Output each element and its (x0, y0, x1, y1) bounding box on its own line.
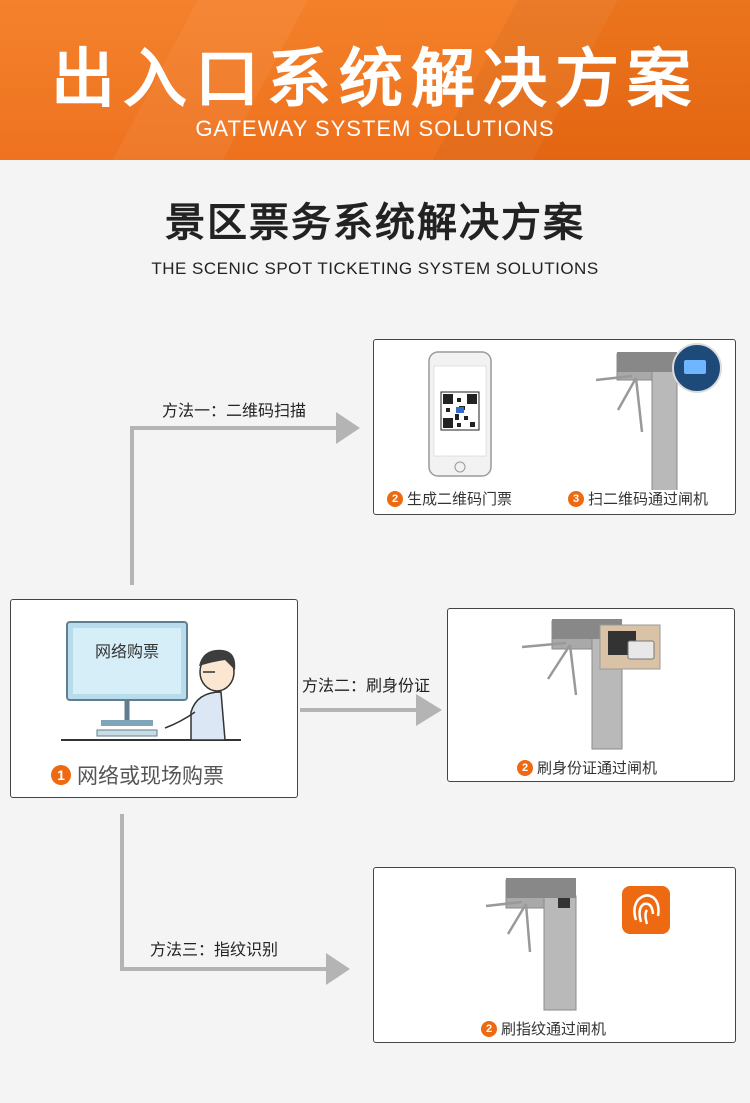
purchase-box: 网络购票 1 网络或现场购票 (10, 599, 298, 798)
section-title: 景区票务系统解决方案 (165, 200, 585, 246)
banner-subtitle: GATEWAY SYSTEM SOLUTIONS (195, 116, 555, 141)
qr-phone-caption: 2 生成二维码门票 (387, 488, 512, 509)
step-badge: 2 (481, 1020, 497, 1037)
turnstile-arm (616, 377, 638, 411)
id-method-box: 2 刷身份证通过闸机 (447, 608, 735, 782)
turnstile-top (617, 352, 677, 372)
qr-gate-caption: 3 扫二维码通过闸机 (568, 488, 708, 509)
id-illustration (521, 619, 661, 750)
fingerprint-caption-text: 刷指纹通过闸机 (501, 1020, 607, 1038)
id-caption: 2 刷身份证通过闸机 (517, 757, 657, 778)
step-badge: 2 (387, 490, 403, 507)
fingerprint-method-box: 2 刷指纹通过闸机 (373, 867, 736, 1043)
phone-home-button (454, 461, 466, 473)
step-badge: 2 (517, 759, 533, 776)
purchase-caption-text: 网络或现场购票 (77, 764, 224, 788)
keyboard (96, 729, 158, 737)
banner-title: 出入口系统解决方案 (51, 43, 699, 117)
id-caption-text: 刷身份证通过闸机 (537, 759, 658, 777)
turnstile-arm (595, 374, 633, 382)
arrow-head-method-3 (326, 953, 350, 985)
qr-phone-caption-text: 生成二维码门票 (407, 490, 513, 508)
purchase-caption: 1 网络或现场购票 (51, 760, 224, 790)
qr-illustration (428, 343, 722, 490)
fingerprint-illustration (485, 878, 670, 1011)
id-card-icon (627, 640, 655, 660)
turnstile-top (506, 878, 576, 898)
purchase-illustration (61, 621, 241, 741)
phone-scan-icon (684, 360, 706, 374)
step-badge: 1 (51, 765, 71, 785)
person-body (190, 691, 226, 741)
qr-gate-caption-text: 扫二维码通过闸机 (588, 490, 709, 508)
person-arm (164, 711, 196, 729)
person-hair (199, 649, 236, 670)
turnstile-column (651, 369, 678, 490)
fingerprint-icon (622, 886, 670, 934)
turnstile-arm (521, 641, 567, 649)
step-badge: 3 (568, 490, 584, 507)
turnstile-arm (546, 644, 572, 680)
monitor-screen (73, 628, 181, 694)
connector-line-method-3 (120, 814, 330, 971)
turnstile-arm (506, 903, 528, 935)
turnstile-arm (485, 900, 523, 908)
turnstile-column (543, 895, 577, 1011)
method-1-label: 方法一：二维码扫描 (162, 401, 307, 420)
monitor-base (101, 720, 153, 726)
fingerprint-scanner (558, 898, 570, 908)
monitor-text: 网络购票 (94, 642, 159, 661)
turnstile-arm (524, 903, 532, 953)
turnstile-arm (634, 377, 644, 433)
connector-line-method-1 (130, 426, 340, 585)
arrow-head-method-1 (336, 412, 360, 444)
method-3-label: 方法三：指纹识别 (150, 940, 279, 959)
fingerprint-caption: 2 刷指纹通过闸机 (481, 1018, 606, 1039)
section-subtitle: THE SCENIC SPOT TICKETING SYSTEM SOLUTIO… (151, 259, 599, 278)
method-2-label: 方法二：刷身份证 (302, 676, 431, 695)
arrow-head-method-2 (416, 694, 442, 726)
qr-method-box: 2 生成二维码门票 3 扫二维码通过闸机 (373, 339, 736, 515)
turnstile-arm (568, 644, 578, 696)
header-banner: 出入口系统解决方案 GATEWAY SYSTEM SOLUTIONS (0, 0, 750, 160)
